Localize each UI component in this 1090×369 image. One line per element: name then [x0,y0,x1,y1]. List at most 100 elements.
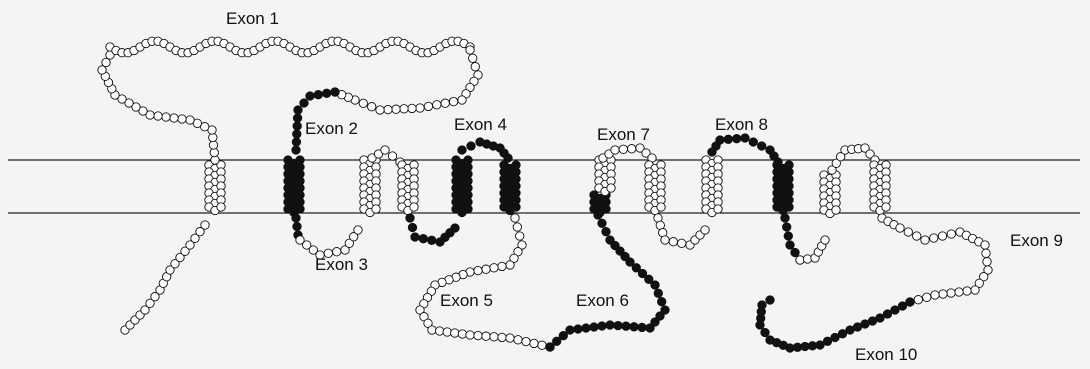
residue-bead [178,115,186,123]
residue-bead [428,326,436,334]
residue-bead [938,232,946,240]
exon-7-helix-c [702,156,722,217]
residue-bead [514,336,522,344]
residue-bead [376,106,384,114]
residue-bead [701,226,709,234]
residue-bead [598,219,606,227]
residue-bead [598,322,606,330]
membrane-bilayer [8,160,1080,213]
residue-bead [498,333,506,341]
residue-bead [904,228,912,236]
residue-bead [98,66,106,74]
residue-bead [590,323,598,331]
residue-bead [292,214,300,222]
residue-bead [781,214,789,222]
residue-bead [766,296,774,304]
residue-bead [657,203,665,211]
residue-bead [469,54,477,62]
residue-bead [471,62,479,70]
residue-bead [891,306,899,314]
residue-bead [832,206,840,214]
residue-bead [154,112,162,120]
exon-1-loop-left [98,51,219,164]
residue-bead [400,105,408,113]
residue-bead [931,291,939,299]
residue-bead [582,324,590,332]
residue-bead [359,99,367,107]
residue-bead [516,232,524,240]
exon-1-label: Exon 1 [226,9,279,28]
exon-6-label: Exon 6 [576,291,629,310]
residue-bead [939,290,947,298]
residue-bead [451,224,459,232]
residue-bead [331,88,339,96]
residue-bead [466,46,474,54]
residue-bead [482,265,490,273]
residue-bead [638,323,646,331]
residue-bead [921,236,929,244]
residue-bead [983,258,991,266]
residue-bead [381,146,389,154]
residue-bead [300,99,308,107]
exon-9-helix-a [820,171,840,218]
residue-bead [162,113,170,121]
exon-7-helix-b [645,161,665,215]
exon-9-tail [878,214,992,306]
residue-bead [292,146,300,154]
residue-bead [474,331,482,339]
residue-bead [574,325,582,333]
exon-9-helix-b [870,161,890,215]
residue-bead [611,146,619,154]
residue-bead [602,205,610,213]
residue-bead [458,146,466,154]
exon-9-loop-down [796,236,829,264]
residue-bead [464,205,472,213]
exon-4-label: Exon 4 [454,115,507,134]
residue-bead [630,323,638,331]
residue-bead [714,205,722,213]
residue-bead [451,329,459,337]
exon-4-helix-b [500,161,520,215]
residue-bead [606,236,614,244]
protein-chain [98,37,992,352]
residue-bead [410,203,418,211]
residue-bead [783,223,791,231]
residue-bead [293,222,301,230]
residue-bead [449,97,457,105]
residue-bead [758,142,766,150]
residue-bead [482,332,490,340]
residue-bead [669,238,677,246]
exon-4-loop-down [406,214,459,246]
residue-bead [761,328,769,336]
residue-bead [306,92,314,100]
residue-bead [914,296,922,304]
residue-bead [883,310,891,318]
residue-bead [923,293,931,301]
exon-5-label: Exon 5 [440,291,493,310]
residue-bead [416,104,424,112]
residue-bead [323,89,331,97]
residue-bead [201,221,209,229]
residue-bead [658,298,666,306]
residue-bead [906,298,914,306]
residue-bead [408,223,416,231]
exon-3-helix-b [398,161,418,215]
residue-bead [354,226,362,234]
residue-bead [293,130,301,138]
residue-bead [622,322,630,330]
exon-2-helix [284,156,304,217]
residue-bead [538,341,546,349]
residue-bead [372,205,380,213]
residue-bead [419,235,427,243]
residue-bead [408,104,416,112]
residue-bead [913,232,921,240]
residue-bead [559,332,567,340]
residue-bead [186,116,194,124]
residue-bead [607,184,615,192]
residue-bead [314,91,322,99]
exon-8-helix [773,161,793,215]
exon-1-loop-right [331,46,482,114]
exon-9-label: Exon 9 [1010,231,1063,250]
residue-bead [512,203,520,211]
